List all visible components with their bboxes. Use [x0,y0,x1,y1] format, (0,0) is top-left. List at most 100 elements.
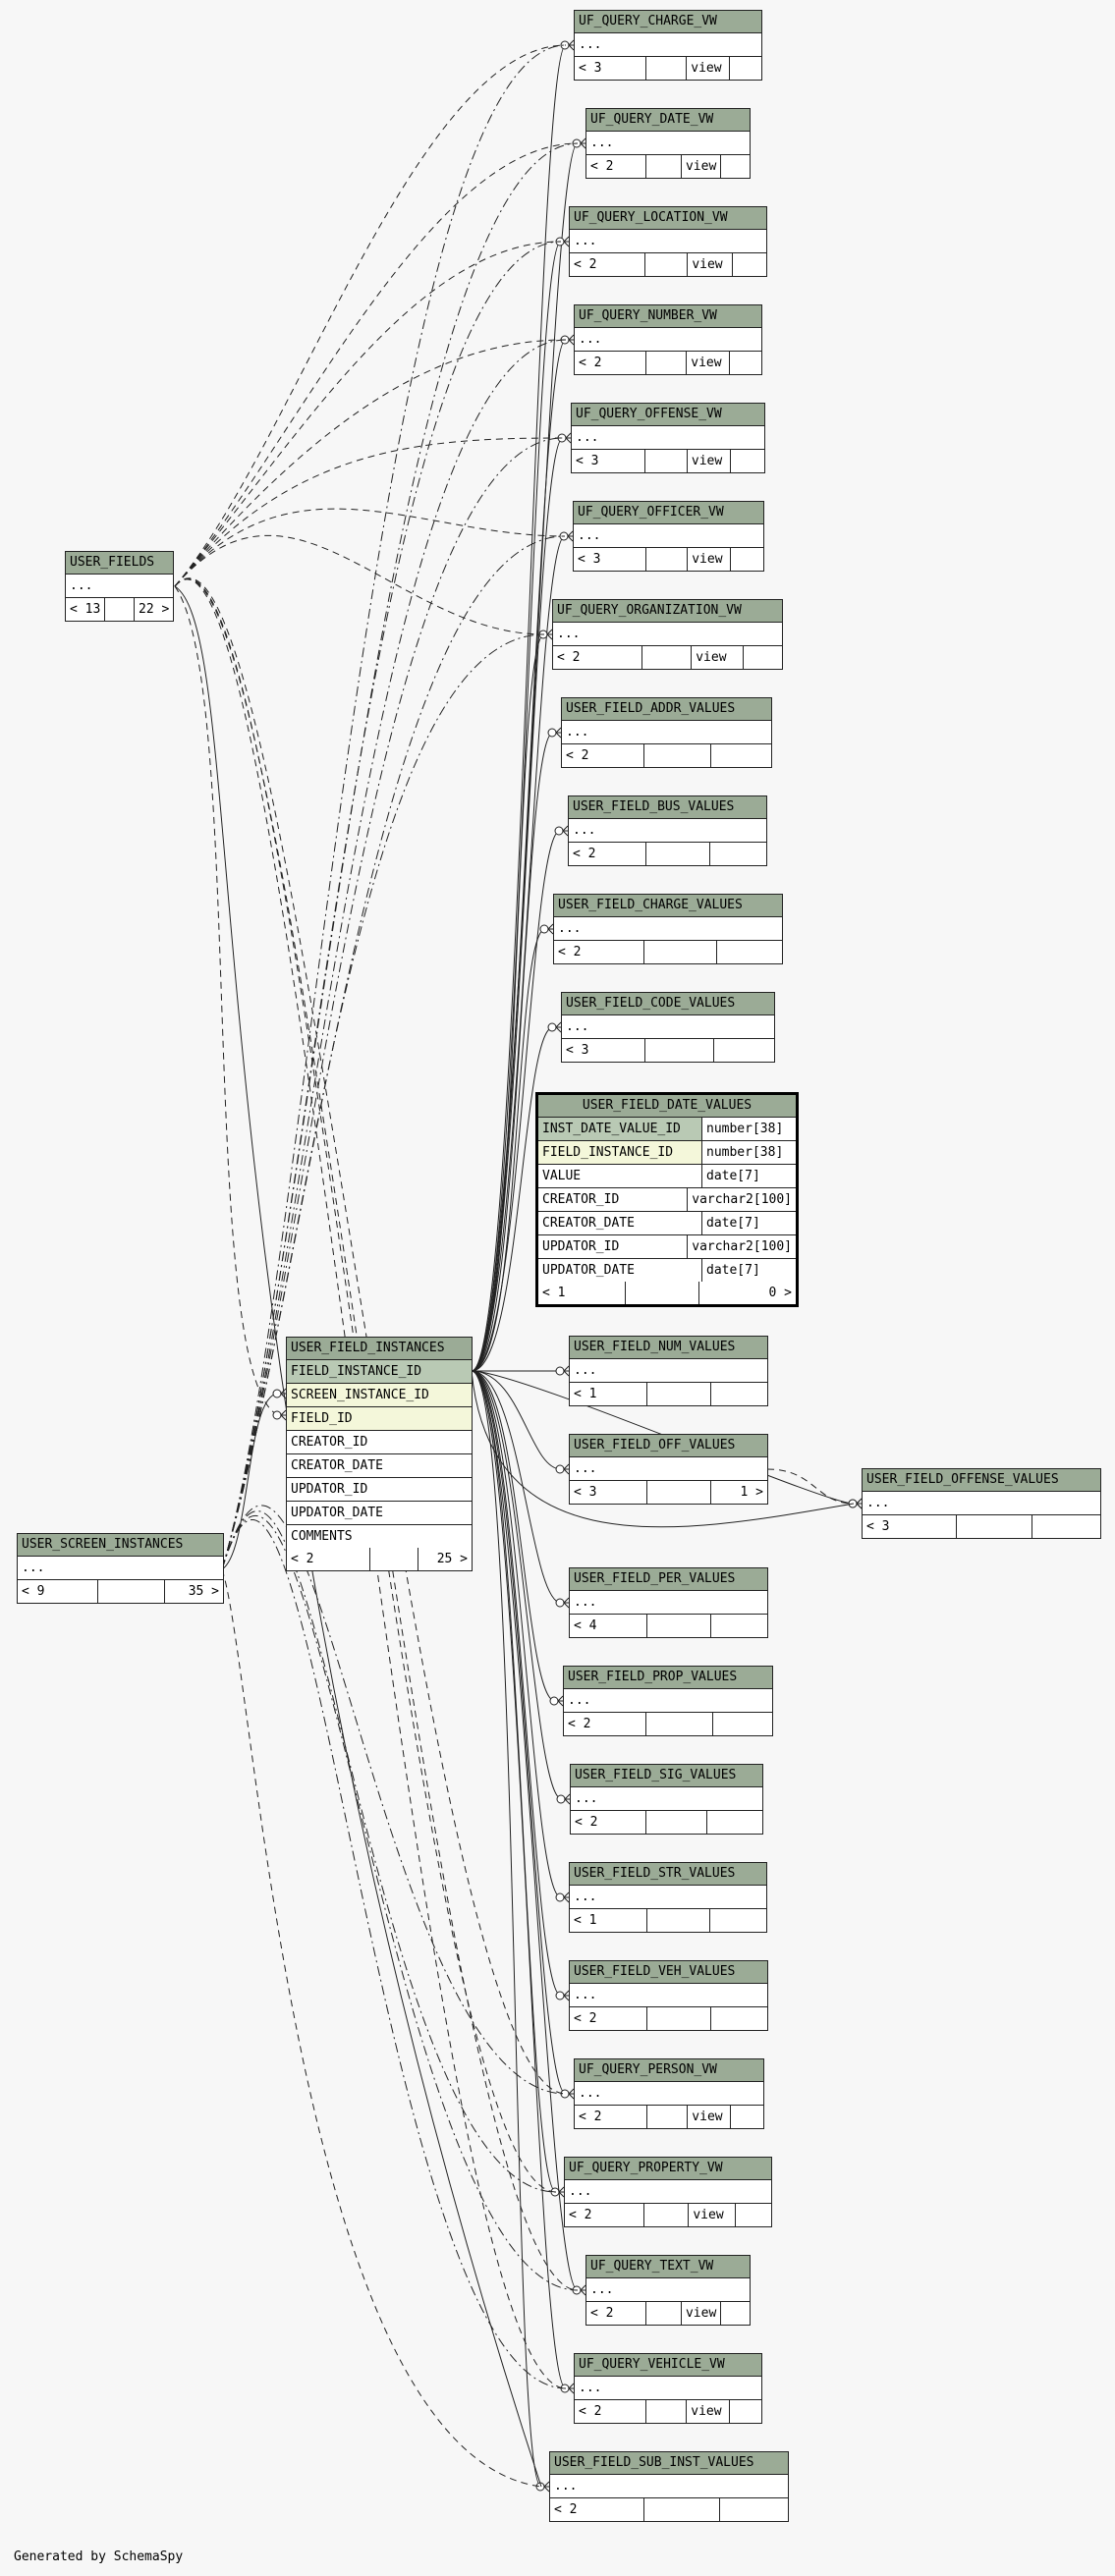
parent-count[interactable]: < 2 [573,847,596,861]
table-user-field-date-values[interactable]: USER_FIELD_DATE_VALUES INST_DATE_VALUE_I… [535,1092,799,1307]
table-title: UF_QUERY_OFFICER_VW [574,502,763,524]
parent-count[interactable]: < 2 [590,159,614,174]
parent-count[interactable]: < 1 [542,1286,566,1300]
table-user-field-prop-values[interactable]: USER_FIELD_PROP_VALUES...< 2 [563,1666,773,1736]
instance-link [471,830,561,1372]
footer-cell [710,2007,767,2030]
table-title: USER_FIELD_OFF_VALUES [570,1435,767,1457]
table-user-field-str-values[interactable]: USER_FIELD_STR_VALUES...< 1 [569,1862,767,1933]
table-title: UF_QUERY_PERSON_VW [575,2059,763,2082]
table-user-field-addr-values[interactable]: USER_FIELD_ADDR_VALUES...< 2 [561,697,772,768]
column-row[interactable]: SCREEN_INSTANCE_ID [287,1384,472,1407]
parent-count[interactable]: < 3 [574,1485,597,1500]
table-user-field-code-values[interactable]: USER_FIELD_CODE_VALUES...< 3 [561,992,775,1063]
parent-count[interactable]: < 2 [569,2208,592,2222]
parent-count[interactable]: < 2 [579,2404,602,2419]
parent-count[interactable]: < 3 [579,61,602,76]
footer-cell [644,352,687,374]
child-count[interactable]: 22 > [134,598,173,621]
parent-count[interactable]: < 2 [558,945,582,959]
parent-count[interactable]: < 2 [579,356,602,370]
table-title: UF_QUERY_PROPERTY_VW [565,2158,771,2180]
column-row[interactable]: CREATOR_ID [287,1431,472,1454]
crow-foot [567,530,574,542]
column-row[interactable]: UPDATOR_ID [287,1478,472,1502]
child-count[interactable]: 0 > [698,1282,796,1304]
parent-count[interactable]: < 2 [568,1717,591,1731]
parent-count[interactable]: < 2 [575,1815,598,1830]
parent-count[interactable]: < 3 [866,1519,890,1534]
table-user-field-charge-values[interactable]: USER_FIELD_CHARGE_VALUES...< 2 [553,894,783,964]
table-user-field-veh-values[interactable]: USER_FIELD_VEH_VALUES...< 2 [569,1960,768,2031]
parent-count[interactable]: < 2 [579,2110,602,2124]
table-user-field-per-values[interactable]: USER_FIELD_PER_VALUES...< 4 [569,1567,768,1638]
parent-count[interactable]: < 1 [574,1387,597,1401]
column-row[interactable]: COMMENTS [287,1525,472,1548]
footer-cell [1031,1515,1100,1538]
parent-count[interactable]: < 4 [574,1618,597,1633]
table-footer: < 1 [570,1383,767,1405]
parent-count[interactable]: < 13 [70,602,101,617]
column-row[interactable]: UPDATOR_DATE [287,1502,472,1525]
table-title: UF_QUERY_TEXT_VW [586,2256,750,2278]
column-row[interactable]: CREATOR_DATE [287,1454,472,1478]
footer-cell [644,2400,687,2423]
parent-count[interactable]: < 3 [576,454,599,468]
parent-count[interactable]: < 2 [574,2011,597,2026]
column-name: INST_DATE_VALUE_ID [538,1118,701,1140]
table-title: USER_FIELD_OFFENSE_VALUES [863,1469,1100,1492]
parent-count[interactable]: < 3 [578,552,601,567]
parent-count[interactable]: < 2 [574,257,597,272]
column-row[interactable]: FIELD_ID [287,1407,472,1431]
instance-link [471,437,564,1372]
parent-count[interactable]: < 9 [22,1584,45,1599]
child-count[interactable]: 1 > [710,1481,767,1504]
parent-count[interactable]: < 2 [291,1552,314,1566]
table-body: ... [554,2479,578,2494]
table-user-field-sig-values[interactable]: USER_FIELD_SIG_VALUES...< 2 [570,1764,763,1835]
crow-foot [568,334,575,346]
child-count[interactable]: 25 > [418,1548,472,1570]
parent-count[interactable]: < 1 [574,1913,597,1928]
parent-count[interactable]: < 2 [557,650,581,665]
parent-count[interactable]: < 2 [566,748,589,763]
parent-count[interactable]: < 2 [590,2306,614,2321]
child-count[interactable]: 35 > [163,1580,223,1603]
footer-cell [720,2302,750,2325]
parent-count[interactable]: < 3 [566,1043,589,1058]
table-body: ... [574,1988,597,2002]
column-row[interactable]: FIELD_INSTANCE_ID [287,1360,472,1384]
table-body: ... [579,2381,602,2395]
table-user-field-sub-inst-values[interactable]: USER_FIELD_SUB_INST_VALUES...< 2 [549,2451,789,2522]
table-user-field-bus-values[interactable]: USER_FIELD_BUS_VALUES...< 2 [568,795,767,866]
parent-count[interactable]: < 2 [554,2502,578,2517]
table-user-field-offense-values[interactable]: USER_FIELD_OFFENSE_VALUES...< 3 [862,1468,1101,1539]
table-user-field-num-values[interactable]: USER_FIELD_NUM_VALUES...< 1 [569,1336,768,1406]
footer-cell [644,450,687,472]
